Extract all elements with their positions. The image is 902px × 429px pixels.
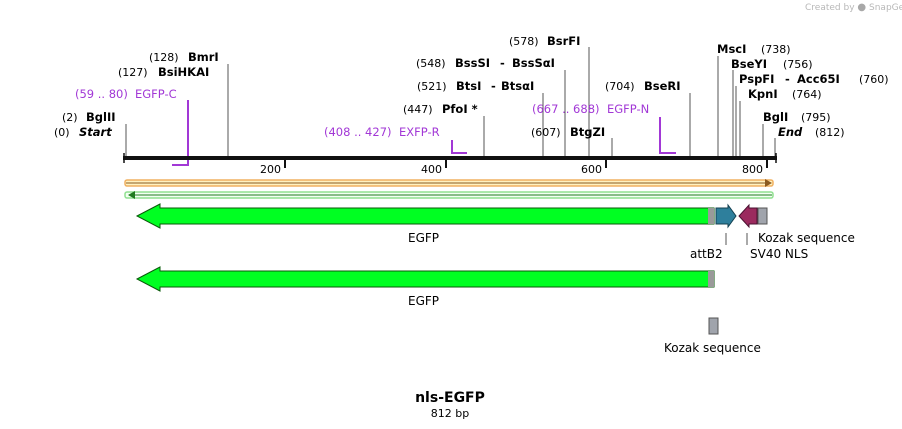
- sv40-label: SV40 NLS: [750, 247, 808, 261]
- bglII-label: BglII: [86, 110, 116, 124]
- bssSI-dash: -: [500, 56, 505, 70]
- pspFI-dash: -: [785, 72, 790, 86]
- bmrI-position: (128): [149, 51, 179, 64]
- tick-label-600: 600: [581, 163, 602, 176]
- primer-exfpR-mark: [451, 140, 467, 154]
- bseYI-position: (756): [783, 58, 813, 71]
- btgZI-label: BtgZI: [570, 125, 605, 139]
- bseRI-position: (704): [605, 80, 635, 93]
- pfoI-position: (447): [403, 103, 433, 116]
- mscI-label: MscI: [717, 42, 746, 56]
- egfp-bottom-kozak-hatch: [708, 271, 714, 287]
- map-length: 812 bp: [431, 407, 469, 420]
- kozak-bottom-label: Kozak sequence: [664, 341, 761, 355]
- bsrFI-position: (578): [509, 35, 539, 48]
- bseYI-label: BseYI: [731, 57, 767, 71]
- end-position: (812): [815, 126, 845, 139]
- egfp-top-label: EGFP: [408, 231, 439, 245]
- kozak-feature-bottom: [708, 317, 719, 335]
- bglII-position: (2): [62, 111, 78, 124]
- egfp-feature-top: [135, 203, 715, 229]
- start-position: (0): [54, 126, 70, 139]
- bglI-label: BglI: [763, 110, 788, 124]
- site-lines: [125, 47, 776, 156]
- pspFI-label: PspFI: [739, 72, 774, 86]
- btsI-position: (521): [417, 80, 447, 93]
- mscI-position: (738): [761, 43, 791, 56]
- credit-text: Created by: [805, 3, 855, 13]
- egfpC-label: EGFP-C: [135, 87, 177, 101]
- kpnI-position: (764): [792, 88, 822, 101]
- btsI-label: BtsI: [456, 79, 481, 93]
- credit-brand: SnapGene: [869, 3, 902, 13]
- acc65I-label: Acc65I: [797, 72, 840, 86]
- ruler-ticks: [284, 160, 768, 168]
- primers: [172, 100, 676, 166]
- btgZI-position: (607): [531, 126, 561, 139]
- attB2-feature: [715, 203, 737, 229]
- pfoI-label: PfoI *: [442, 102, 478, 116]
- egfp-top-kozak-hatch: [708, 208, 714, 224]
- kozak-feature-top: [757, 207, 768, 225]
- bssSI-position: (548): [416, 57, 446, 70]
- exfpR-range: (408 .. 427): [324, 125, 392, 139]
- bsiHKAI-position: (127): [118, 66, 148, 79]
- end-label: End: [778, 125, 803, 139]
- bsrFI-label: BsrFI: [547, 34, 580, 48]
- sequence-backbone: [123, 156, 777, 160]
- egfp-bottom-label: EGFP: [408, 294, 439, 308]
- bssSI-label: BssSI: [455, 56, 490, 70]
- credit: Created by ● SnapGene: [805, 2, 902, 13]
- bglI-position: (795): [801, 111, 831, 124]
- primer-egfpC-mark: [172, 100, 189, 166]
- primer-egfpN-mark: [659, 117, 676, 154]
- bssSaI-label: BssSαI: [512, 56, 555, 70]
- attB2-label: attB2: [690, 247, 723, 261]
- tick-label-400: 400: [421, 163, 442, 176]
- sv40-nls-feature: [738, 203, 758, 229]
- tick-label-200: 200: [260, 163, 281, 176]
- start-label: Start: [79, 125, 112, 139]
- bsiHKAI-label: BsiHKAI: [158, 65, 209, 79]
- bseRI-label: BseRI: [644, 79, 681, 93]
- tick-label-800: 800: [742, 163, 763, 176]
- egfpC-range: (59 .. 80): [75, 87, 128, 101]
- translation-arrowhead-icon: [128, 191, 135, 199]
- snapgene-logo-icon: ●: [857, 2, 867, 13]
- egfpN-label: EGFP-N: [607, 102, 649, 116]
- btsI-dash: -: [491, 79, 496, 93]
- kpnI-label: KpnI: [748, 87, 778, 101]
- bmrI-label: BmrI: [188, 50, 219, 64]
- btsaI-label: BtsαI: [501, 79, 534, 93]
- pspFI-position: (760): [859, 73, 889, 86]
- exfpR-label: EXFP-R: [399, 125, 440, 139]
- orf-arrowhead-icon: [765, 179, 772, 187]
- kozak-top-label: Kozak sequence: [758, 231, 855, 245]
- egfpN-range: (667 .. 688): [532, 102, 600, 116]
- egfp-feature-bottom: [135, 266, 715, 292]
- map-title: nls-EGFP: [415, 390, 485, 406]
